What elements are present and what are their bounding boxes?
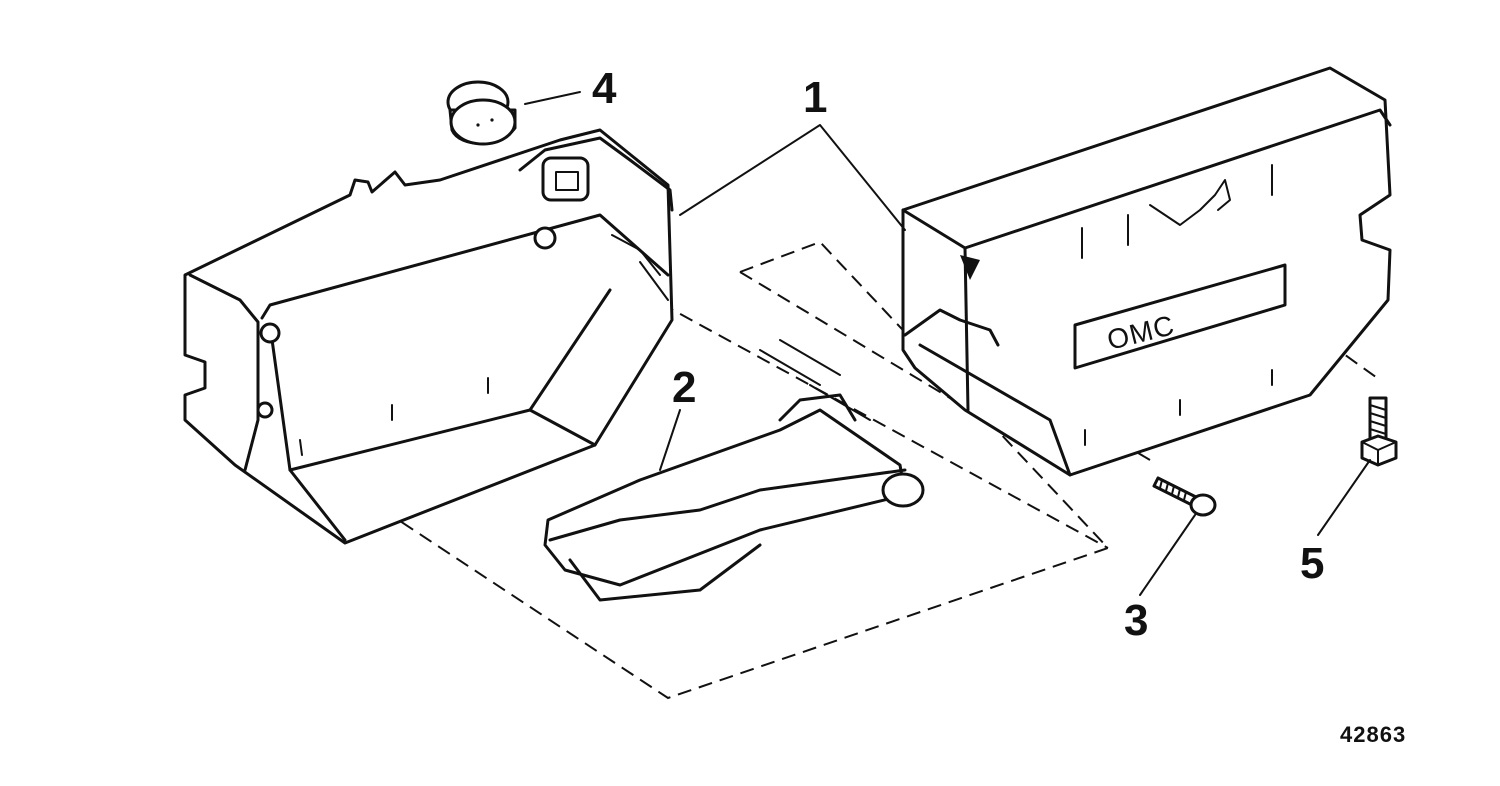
- bolt-part-5: [1360, 396, 1398, 467]
- callout-4: 4: [592, 64, 617, 113]
- leader-lines: [524, 91, 1371, 596]
- right-housing-half: OMC: [901, 66, 1392, 477]
- callout-5: 5: [1300, 539, 1324, 588]
- figure-number: 42863: [1340, 722, 1406, 747]
- callout-3: 3: [1124, 596, 1148, 645]
- shift-handle-part-2: [543, 339, 925, 602]
- left-housing-half: [183, 128, 674, 545]
- screw-part-3: [1152, 476, 1217, 517]
- plug-part-4: [446, 80, 517, 146]
- callout-1: 1: [803, 73, 827, 122]
- callout-2: 2: [672, 363, 696, 412]
